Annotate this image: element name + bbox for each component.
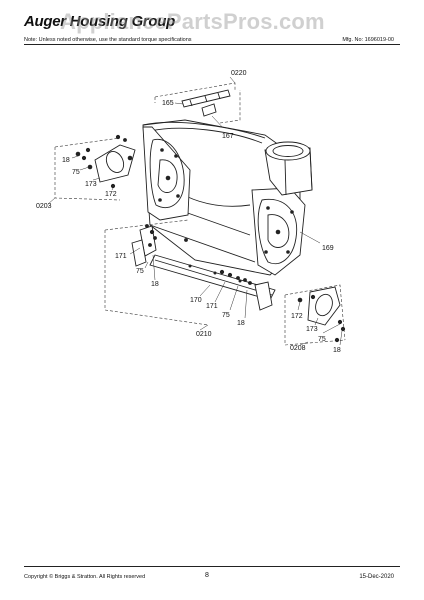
footer-divider xyxy=(24,566,400,567)
callout-75-mid: 75 xyxy=(136,268,144,275)
callout-172-right: 172 xyxy=(291,313,303,320)
callout-75-left: 75 xyxy=(72,169,80,176)
copyright-notice: Copyright © Briggs & Stratton. All Right… xyxy=(24,574,146,580)
mfg-number: Mfg. No: 1696019-00 xyxy=(342,37,394,43)
callout-172-left: 172 xyxy=(105,191,117,198)
shaft-assembly xyxy=(154,76,241,131)
callout-170: 170 xyxy=(190,297,202,304)
callout-18-left: 18 xyxy=(62,157,70,164)
callout-75-low: 75 xyxy=(222,312,230,319)
callout-0220: 0220 xyxy=(231,70,247,77)
callout-173-left: 173 xyxy=(85,181,97,188)
auger-housing xyxy=(142,119,321,276)
page-title: Auger Housing Group xyxy=(24,13,175,30)
callout-18-low: 18 xyxy=(237,320,245,327)
torque-note: Note: Unless noted otherwise, use the st… xyxy=(24,37,192,43)
header-divider xyxy=(24,44,400,45)
callout-0210: 0210 xyxy=(196,331,212,338)
lower-bracket-group xyxy=(104,219,276,331)
left-bracket-assembly xyxy=(47,134,136,205)
callout-0203: 0203 xyxy=(36,203,52,210)
revision-date: 15-Dec-2020 xyxy=(359,574,394,580)
callout-171-b: 171 xyxy=(206,303,218,310)
callout-18-right: 18 xyxy=(333,347,341,354)
page-number: 8 xyxy=(205,572,209,579)
callout-0208: 0208 xyxy=(290,345,306,352)
callout-169: 169 xyxy=(322,245,334,252)
callout-171-a: 171 xyxy=(115,253,127,260)
watermark: AppliancePartsPros.com xyxy=(60,9,325,34)
callout-18-mid: 18 xyxy=(151,281,159,288)
callout-165: 165 xyxy=(162,100,174,107)
right-bracket-assembly xyxy=(284,284,346,346)
callout-75-right: 75 xyxy=(318,336,326,343)
callout-167: 167 xyxy=(222,133,234,140)
callout-173-right: 173 xyxy=(306,326,318,333)
